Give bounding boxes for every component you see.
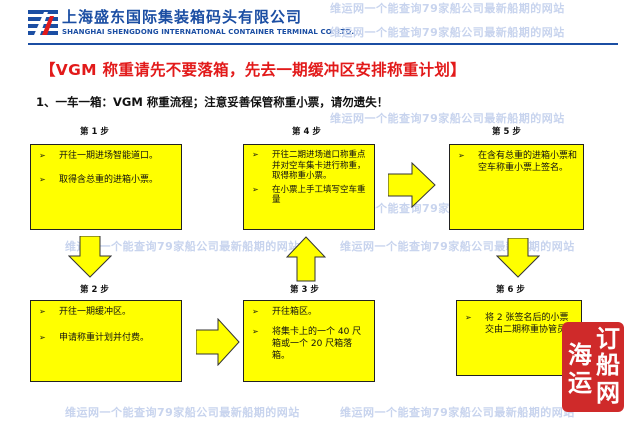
step-6-box: ➢ 将 2 张签名后的小票交由二期称重协管员。 [456, 300, 582, 376]
step-4-text-2: 在小票上手工填写空车重量 [272, 184, 366, 206]
step-3-label: 第 3 步 [290, 285, 319, 295]
step-1-label: 第 1 步 [80, 127, 109, 137]
watermark: 维运网一个能查询79家船公司最新船期的网站 [65, 240, 300, 253]
arrow-down-icon [68, 236, 112, 278]
step-2-text-1: 开往一期缓冲区。 [59, 307, 132, 317]
step-3-item: ➢ 将集卡上的一个 40 尺箱或一个 20 尺箱落箱。 [250, 326, 368, 362]
arrow-right-icon [388, 162, 436, 208]
step-1-item: ➢ 取得含总重的进箱小票。 [37, 174, 175, 186]
step-1-item: ➢ 开往一期进场智能道口。 [37, 150, 175, 162]
watermark: 维运网一个能查询79家船公司最新船期的网站 [65, 406, 300, 419]
company-name-cn: 上海盛东国际集装箱码头有限公司 [62, 8, 303, 26]
step-5-item: ➢ 在含有总重的进箱小票和空车称重小票上签名。 [456, 150, 577, 174]
seal-char: 船 [596, 350, 620, 379]
bullet-arrow-icon: ➢ [39, 151, 46, 160]
watermark: 维运网一个能查询79家船公司最新船期的网站 [330, 2, 565, 15]
step-2-label: 第 2 步 [80, 285, 109, 295]
step-4-label: 第 4 步 [292, 127, 321, 137]
step-2-item: ➢ 开往一期缓冲区。 [37, 306, 175, 318]
step-5-text-1: 在含有总重的进箱小票和空车称重小票上签名。 [478, 151, 578, 173]
step-3-text-1: 开往箱区。 [272, 307, 318, 317]
bullet-arrow-icon: ➢ [465, 313, 472, 322]
bullet-arrow-icon: ➢ [458, 151, 465, 160]
step-3-text-2: 将集卡上的一个 40 尺箱或一个 20 尺箱落箱。 [272, 327, 362, 361]
seal-char: 订 [596, 324, 620, 353]
bullet-arrow-icon: ➢ [39, 175, 46, 184]
bullet-arrow-icon: ➢ [39, 333, 46, 342]
arrow-up-icon [286, 236, 326, 282]
step-2-text-2: 申请称重计划并付费。 [59, 333, 150, 343]
seal-char: 运 [568, 368, 592, 397]
bullet-arrow-icon: ➢ [252, 327, 259, 336]
step-5-box: ➢ 在含有总重的进箱小票和空车称重小票上签名。 [449, 144, 584, 230]
bullet-arrow-icon: ➢ [252, 307, 259, 316]
step-1-text-2: 取得含总重的进箱小票。 [59, 175, 159, 185]
step-4-text-1: 开往二期进场道口称重点并对空车集卡进行称重，取得称重小票。 [272, 150, 366, 181]
watermark: 维运网一个能查询79家船公司最新船期的网站 [340, 406, 575, 419]
step-2-box: ➢ 开往一期缓冲区。 ➢ 申请称重计划并付费。 [30, 300, 182, 382]
seal-char: 海 [568, 340, 592, 369]
step-1-text-1: 开往一期进场智能道口。 [59, 151, 159, 161]
step-3-box: ➢ 开往箱区。 ➢ 将集卡上的一个 40 尺箱或一个 20 尺箱落箱。 [243, 300, 375, 382]
brand-seal-stamp: 订 船 海 运 网 [562, 322, 624, 412]
bullet-arrow-icon: ➢ [252, 184, 259, 194]
bullet-arrow-icon: ➢ [252, 150, 259, 159]
step-6-text-1: 将 2 张签名后的小票交由二期称重协管员。 [485, 313, 576, 335]
step-4-box: ➢ 开往二期进场道口称重点并对空车集卡进行称重，取得称重小票。 ➢ 在小票上手工… [243, 144, 375, 230]
step-1-box: ➢ 开往一期进场智能道口。 ➢ 取得含总重的进箱小票。 [30, 144, 182, 230]
arrow-right-icon [196, 318, 240, 366]
watermark: 维运网一个能查询79家船公司最新船期的网站 [330, 112, 565, 125]
step-4-item: ➢ 在小票上手工填写空车重量 [250, 185, 368, 206]
bullet-arrow-icon: ➢ [39, 307, 46, 316]
company-logo-icon [28, 10, 58, 35]
step-6-item: ➢ 将 2 张签名后的小票交由二期称重协管员。 [463, 312, 575, 336]
arrow-down-icon [496, 238, 540, 278]
seal-char: 网 [596, 378, 620, 407]
header-divider [28, 43, 618, 45]
page-title: 【VGM 称重请先不要落箱，先去一期缓冲区安排称重计划】 [40, 61, 466, 79]
step-6-label: 第 6 步 [496, 285, 525, 295]
step-2-item: ➢ 申请称重计划并付费。 [37, 332, 175, 344]
section-heading: 1、一车一箱：VGM 称重流程；注意妥善保管称重小票，请勿遗失！ [36, 95, 389, 109]
step-3-item: ➢ 开往箱区。 [250, 306, 368, 318]
watermark: 维运网一个能查询79家船公司最新船期的网站 [330, 26, 565, 39]
step-5-label: 第 5 步 [492, 127, 521, 137]
company-name-en: SHANGHAI SHENGDONG INTERNATIONAL CONTAIN… [62, 28, 355, 36]
step-4-item: ➢ 开往二期进场道口称重点并对空车集卡进行称重，取得称重小票。 [250, 150, 368, 182]
